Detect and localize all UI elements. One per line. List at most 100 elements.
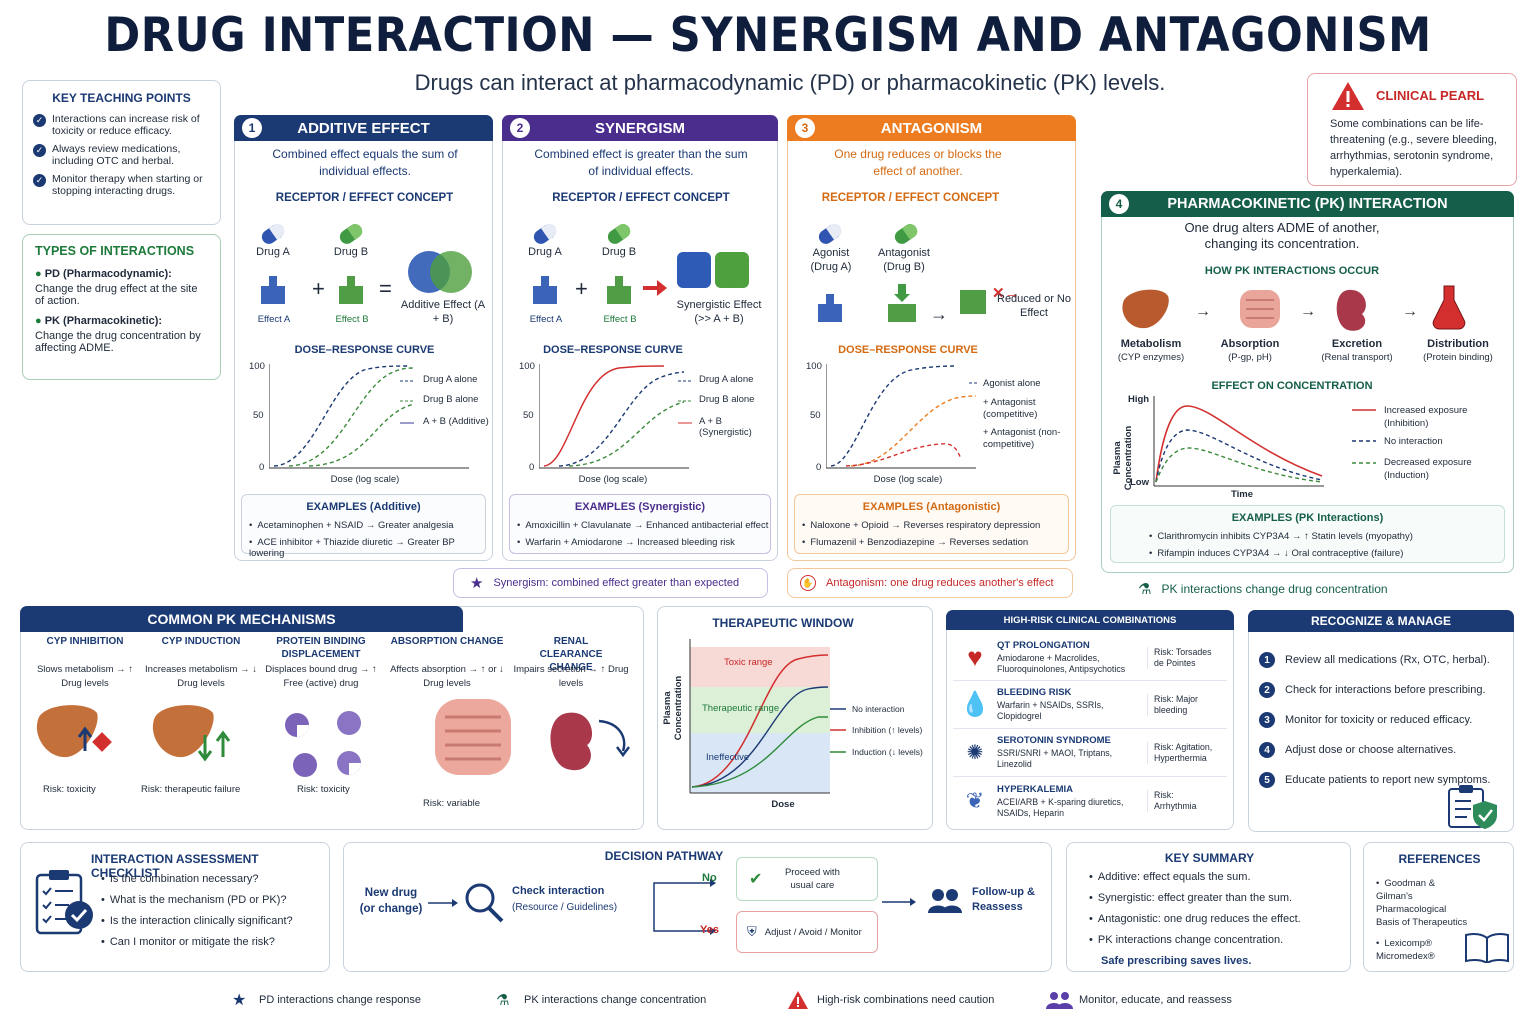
pathway-check: Check interaction: [512, 885, 605, 897]
footer-item: High-risk combinations need caution: [817, 994, 995, 1006]
pk-step-excretion: Excretion(Renal transport): [1321, 338, 1393, 363]
adjust-box: ⛨ Adjust / Avoid / Monitor: [736, 911, 878, 953]
mechanism-item-renal: RENAL CLEARANCE CHANGE Impairs secretion…: [513, 636, 629, 689]
additive-examples: EXAMPLES (Additive) Acetaminophen + NSAI…: [241, 494, 486, 559]
antagonism-title: ANTAGONISM: [880, 119, 983, 137]
antagonism-examples-title: EXAMPLES (Antagonistic): [862, 501, 1001, 513]
additive-header: 1 ADDITIVE EFFECT: [234, 115, 493, 141]
antagonism-dose-label: DOSE–RESPONSE CURVE: [838, 344, 978, 356]
adjust-text: Adjust / Avoid / Monitor: [764, 926, 862, 938]
pd-text: Change the drug effect at the site of ac…: [35, 283, 198, 307]
svg-text:=: =: [379, 276, 392, 301]
svg-text:→: →: [1195, 303, 1211, 320]
synergism-examples: EXAMPLES (Synergistic) Amoxicillin + Cla…: [509, 494, 771, 554]
page-title: DRUG INTERACTION — SYNERGISM AND ANTAGON…: [104, 8, 1432, 63]
star-icon: ★: [232, 992, 247, 1009]
warning-icon: [1332, 82, 1364, 110]
decision-pathway-card: DECISION PATHWAY New drug (or change) Ch…: [343, 842, 1052, 972]
window-legend-induction: Induction (↓ levels): [852, 747, 923, 757]
drug-a-label: Drug A: [256, 246, 290, 258]
antagonism-note-text: Antagonism: one drug reduces another's e…: [826, 577, 1054, 589]
pathway-start: New drug (or change): [359, 887, 423, 915]
window-legend-swatches: [830, 708, 846, 753]
y-tick-0: 0: [259, 462, 265, 473]
legend-drug-a: Drug A alone: [423, 374, 478, 385]
mechanisms-header: COMMON PK MECHANISMS: [20, 606, 463, 632]
checklist-item: Can I monitor or mitigate the risk?: [101, 936, 326, 957]
references-title: REFERENCES: [1398, 852, 1481, 866]
pk-legend-increased: Increased exposure (Inhibition): [1384, 405, 1468, 429]
pk-how-title: HOW PK INTERACTIONS OCCUR: [1204, 265, 1380, 277]
svg-text:→: →: [1402, 303, 1418, 320]
legend-competitive: + Antagonist (competitive): [983, 397, 1038, 420]
manage-header: RECOGNIZE & MANAGE: [1248, 610, 1514, 632]
checklist-item: Is the interaction clinically significan…: [101, 915, 326, 936]
pk-text: Change the drug concentration by affecti…: [35, 330, 201, 354]
legend-noncompetitive: + Antagonist (non-competitive): [983, 427, 1061, 450]
types-card: TYPES OF INTERACTIONS ● PD (Pharmacodyna…: [22, 234, 221, 380]
pk-effect-title: EFFECT ON CONCENTRATION: [1211, 380, 1373, 392]
svg-text:+: +: [575, 276, 588, 301]
pk-title: PHARMACOKINETIC (PK) INTERACTION: [1167, 196, 1448, 212]
additive-number: 1: [242, 118, 262, 138]
check-icon: ✓: [33, 174, 46, 187]
additive-concept-label: RECEPTOR / EFFECT CONCEPT: [275, 192, 454, 204]
effect-a-label: Effect A: [529, 314, 563, 325]
antagonism-note: ✋ Antagonism: one drug reduces another's…: [787, 568, 1073, 598]
synergism-example: Amoxicillin + Clavulanate → Enhanced ant…: [517, 520, 770, 531]
clipboard-shield-icon: [1448, 785, 1497, 829]
toxic-label: Toxic range: [724, 657, 773, 668]
window-legend-none: No interaction: [852, 704, 905, 714]
effect-b-label: Effect B: [603, 314, 637, 325]
kidney-clearance-icon: [550, 712, 630, 771]
heart-icon: ♥: [967, 642, 983, 672]
pk-header: 4 PHARMACOKINETIC (PK) INTERACTION: [1101, 191, 1514, 217]
page-subtitle: Drugs can interact at pharmacodynamic (P…: [414, 70, 1166, 95]
additive-panel: 1 ADDITIVE EFFECT Combined effect equals…: [234, 115, 493, 561]
types-title: TYPES OF INTERACTIONS: [35, 244, 195, 258]
additive-example: Acetaminophen + NSAID → Greater analgesi…: [249, 520, 485, 531]
synergism-dose-chart: [539, 364, 692, 469]
mechanism-risk: Risk: toxicity: [297, 784, 350, 795]
check-icon: ✓: [33, 144, 46, 157]
beaker-icon: ⚗: [496, 992, 510, 1009]
mechanism-item-cyp-induction: CYP INDUCTION Increases metabolism → ↓ D…: [145, 636, 257, 689]
pk-step-distribution: Distribution(Protein binding): [1423, 338, 1493, 363]
legend-drug-a: Drug A alone: [699, 374, 754, 385]
y-tick-100: 100: [249, 361, 265, 372]
mechanism-item-absorption: ABSORPTION CHANGE Affects absorption → ↑…: [390, 636, 504, 689]
x-axis-label: Dose (log scale): [578, 474, 648, 485]
people-icon: [1046, 992, 1073, 1009]
high-risk-card: HIGH-RISK CLINICAL COMBINATIONS ♥ QT PRO…: [946, 610, 1234, 830]
beaker-icon: ⚗: [1138, 581, 1152, 598]
synergism-header: 2 SYNERGISM: [502, 115, 778, 141]
svg-text:→: →: [1300, 303, 1316, 320]
additive-dose-label: DOSE–RESPONSE CURVE: [294, 344, 435, 356]
antagonism-example: Flumazenil + Benzodiazepine → Reverses s…: [802, 537, 1068, 548]
pk-panel: 4 PHARMACOKINETIC (PK) INTERACTION One d…: [1101, 191, 1514, 573]
protein-binding-icon: [285, 711, 361, 777]
window-legend-inhibition: Inhibition (↑ levels): [852, 725, 923, 735]
pathway-connectors: [428, 879, 716, 935]
effect-a-label: Effect A: [257, 314, 291, 325]
summary-item: PK interactions change concentration.: [1089, 934, 1344, 955]
pathway-no: No: [702, 872, 717, 884]
pk-concentration-chart: [1153, 396, 1324, 487]
clinical-pearl-title: CLINICAL PEARL: [1376, 88, 1485, 103]
pd-label: PD (Pharmacodynamic):: [44, 268, 172, 280]
synergism-desc: Combined effect is greater than the sum …: [534, 147, 748, 178]
drug-b-label: Drug B: [333, 246, 369, 258]
shield-check-icon: ✔: [749, 871, 763, 888]
therapeutic-window-card: THERAPEUTIC WINDOW Plasma Concentration …: [657, 606, 933, 830]
neuron-icon: ✺: [966, 742, 984, 764]
agonist-label: Agonist (Drug A): [810, 247, 852, 273]
y-tick-0: 0: [816, 462, 822, 473]
